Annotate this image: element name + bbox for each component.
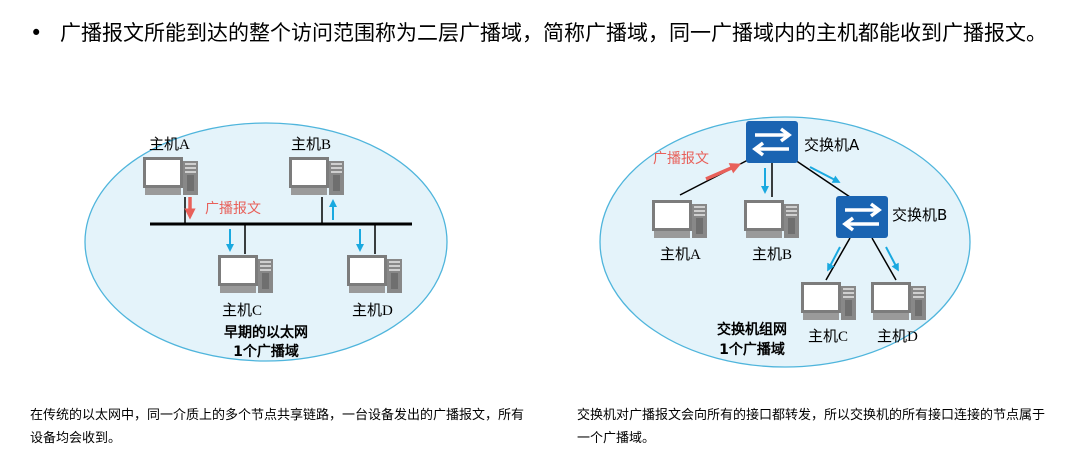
host-a-computer-icon [143, 157, 198, 195]
arrow-to-right-host-d [885, 246, 899, 272]
bullet-marker: • [30, 21, 43, 45]
right-host-a-computer-icon [652, 200, 707, 238]
bullet-text: 广播报文所能到达的整个访问范围称为二层广播域，简称广播域，同一广播域内的主机都能… [60, 21, 1047, 45]
switch-a-label: 交换机A [804, 136, 860, 154]
right-host-a-label: 主机A [660, 246, 701, 263]
right-caption: 交换机对广播报文会向所有的接口都转发，所以交换机的所有接口连接的节点属于一个广播… [577, 408, 1046, 446]
right-host-c-computer-icon [801, 282, 856, 320]
bullet-point: • 广播报文所能到达的整个访问范围称为二层广播域，简称广播域，同一广播域内的主机… [30, 14, 1060, 52]
arrow-to-right-host-c [827, 246, 841, 272]
switch-b-icon [834, 194, 890, 240]
right-host-b-label: 主机B [752, 246, 792, 263]
arrow-to-switch-b [809, 166, 841, 183]
right-diagram-title-line1: 交换机组网 [717, 321, 787, 338]
left-ethernet-diagram: 主机A 主机B 主机C 主机D 广播报文 早期的以太网 1个广播域 [84, 122, 448, 362]
link-swb-host-d [871, 237, 897, 281]
link-swb-host-c [825, 237, 851, 281]
left-host-b-label: 主机B [291, 136, 331, 153]
host-d-computer-icon [347, 255, 402, 293]
right-packet-label: 广播报文 [653, 151, 709, 167]
right-host-c-label: 主机C [808, 328, 848, 345]
right-switch-diagram: 交换机A 交换机B 广播报文 主机A 主机B 主机C 主机D 交换机组网 1个广… [599, 116, 971, 368]
left-host-c-label: 主机C [222, 302, 262, 319]
right-broadcast-send-arrow [705, 163, 742, 181]
right-host-d-computer-icon [871, 282, 926, 320]
link-swa-swb [794, 159, 851, 198]
right-host-d-label: 主机D [877, 328, 918, 345]
host-c-computer-icon [218, 255, 273, 293]
left-diagram-title-line1: 早期的以太网 [224, 324, 308, 341]
left-host-d-label: 主机D [352, 302, 393, 319]
left-diagram-title-line2: 1个广播域 [233, 343, 299, 360]
switch-b-label: 交换机B [892, 206, 947, 224]
left-host-a-label: 主机A [149, 136, 190, 153]
left-caption: 在传统的以太网中，同一介质上的多个节点共享链路，一台设备发出的广播报文，所有设备… [30, 408, 525, 446]
host-b-computer-icon [289, 157, 344, 195]
right-diagram-title-line2: 1个广播域 [719, 341, 785, 358]
switch-a-icon [744, 119, 800, 165]
right-host-b-computer-icon [744, 200, 799, 238]
left-packet-label: 广播报文 [205, 201, 261, 217]
